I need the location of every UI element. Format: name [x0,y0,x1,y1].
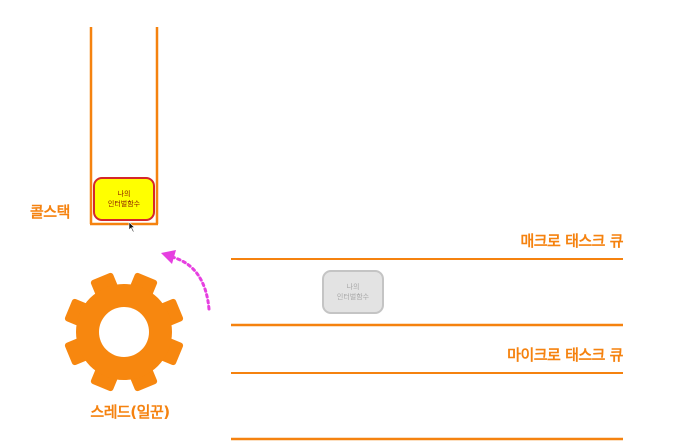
gear-icon [64,272,184,392]
micro-task-queue [231,372,623,441]
thread-label: 스레드(일꾼) [90,403,170,421]
function-box-line2: 인터벌함수 [336,293,370,301]
call-stack-container [89,27,159,226]
macro-task-queue-label: 매크로 태스크 큐 [520,232,623,250]
function-box-line1: 나의 [117,190,131,198]
mouse-cursor-icon [128,221,136,233]
curved-arrow-icon [161,250,211,311]
function-box-line1: 나의 [346,283,360,291]
macro-task-queue [231,258,623,327]
call-stack-function-box[interactable]: 나의 인터벌함수 [93,177,155,221]
call-stack-label: 콜스택 [30,203,70,221]
function-box-line2: 인터벌함수 [107,200,141,208]
macro-queue-function-box[interactable]: 나의 인터벌함수 [322,270,384,314]
micro-task-queue-label: 마이크로 태스크 큐 [507,346,623,364]
